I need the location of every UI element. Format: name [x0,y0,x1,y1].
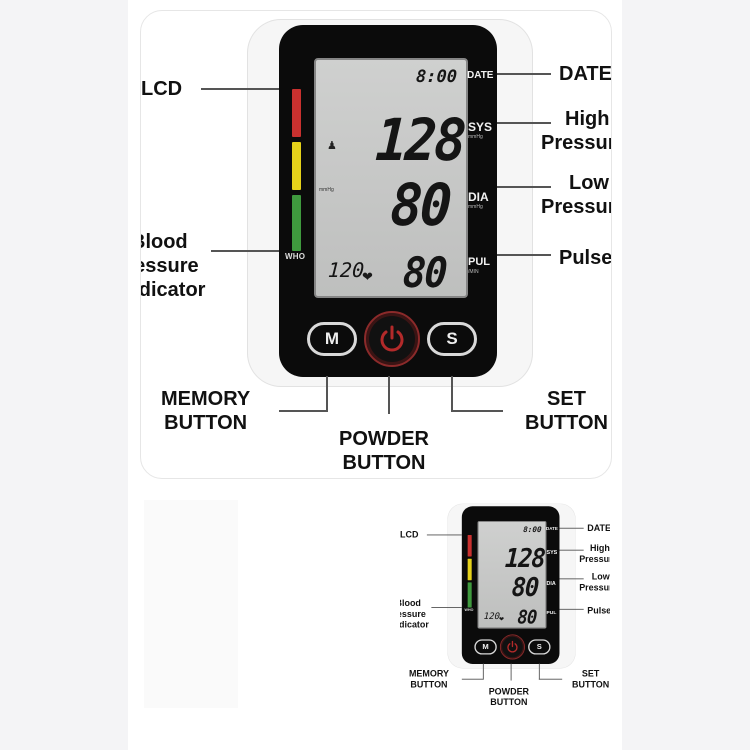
thumb-leader-blood [431,607,462,608]
leader-pulse [497,254,551,256]
leader-blood [211,250,279,252]
bp-diagram: WHO 8:00 ♟ mmHg 128 80 120 ❤ 80 DATE SYS… [141,11,611,478]
thumb-time-readout: 8:00 [522,525,542,535]
bp-diagram-large: WHO 8:00 ♟ mmHg 128 80 120 ❤ 80 DATE SYS… [141,11,611,478]
bp-indicator-bars [292,89,306,253]
thumb-leader-high [559,549,584,551]
indicator-yellow [292,142,301,190]
pul-label: PUL/MIN [468,256,490,275]
thumb-leader-set-h [538,678,563,680]
memory-button[interactable]: M [307,322,357,356]
bp-diagram-thumbnail: WHO 8:00 128 80 120 ❤ 80 DATE SYS DIA PU… [400,500,610,710]
thumb-power-button[interactable] [499,634,525,660]
callout-date: DATE [559,63,611,85]
callout-high-pressure: HighPressure [541,108,611,154]
thumb-lcd-screen [477,521,547,629]
indicator-red [292,89,301,137]
callout-lcd: LCD [141,78,183,100]
thumb-leader-set-v [538,663,540,680]
thumb-callout-date: DATE [587,523,610,534]
heart-icon: ❤ [362,269,373,284]
callout-low-pressure: LowPressure [541,172,611,218]
thumb-leader-date [559,527,584,529]
thumb-power-icon [507,640,518,653]
large-diagram-card: WHO 8:00 ♟ mmHg 128 80 120 ❤ 80 DATE SYS… [140,10,612,479]
thumb-sys-label: SYS [546,548,558,556]
thumb-callout-pulse: Pulse [587,605,610,616]
leader-date [497,73,551,75]
leader-set-h [451,410,503,412]
thumb-systolic-readout: 128 [504,542,546,574]
thumb-leader-memory-v [482,663,484,680]
thumb-indicator-green [467,582,472,608]
thumb-leader-lcd [426,534,462,536]
thumb-indicator-yellow [467,558,472,581]
date-label: DATE [467,70,494,81]
lcd-screen [314,58,468,298]
power-icon [380,325,404,352]
leader-memory-v [326,376,328,412]
thumb-callout-lcd: LCD [400,530,419,540]
thumb-pul-label: PUL [546,609,557,616]
thumb-who-label: WHO [464,607,474,612]
indicator-green [292,195,301,251]
thumb-dia-label: DIA [546,580,556,587]
thumb-pulse-readout: 80 [516,606,538,629]
thumb-leader-memory-h [461,678,484,680]
leader-lcd [201,88,279,90]
thumb-date-label: DATE [546,526,558,532]
set-button[interactable]: S [427,322,477,356]
person-icon: ♟ [327,140,337,152]
memory-readout: 120 [327,258,365,282]
who-label: WHO [285,252,306,261]
thumb-set-button[interactable]: S [528,639,551,655]
leader-set-v [451,376,453,412]
thumb-memory-button[interactable]: M [474,639,497,655]
callout-blood-pressure-indicator: BloodPressureIndicator [141,231,206,301]
pulse-readout: 80 [401,248,448,297]
thumb-leader-low [559,578,584,580]
thumb-memory-readout: 120 [483,610,501,622]
thumb-heart-icon: ❤ [499,615,504,623]
thumb-callout-blood-pressure-indicator: BloodPressureIndicator [400,598,429,630]
leader-memory-h [279,410,327,412]
power-button[interactable] [364,311,420,367]
leader-high [497,122,551,124]
thumb-leader-powder [510,663,512,681]
thumb-callout-high-pressure: HighPressure [579,543,610,565]
unit-label: mmHg [319,187,334,193]
thumb-leader-pulse [559,608,584,610]
time-readout: 8:00 [415,67,458,87]
leader-powder [388,376,390,414]
thumb-diastolic-readout: 80 [511,571,539,603]
thumb-callout-low-pressure: LowPressure [579,572,610,593]
leader-low [497,186,551,188]
diastolic-readout: 80 [388,171,451,239]
thumb-indicator-red [467,534,472,557]
callout-pulse: Pulse [559,247,611,269]
systolic-readout: 128 [373,106,466,174]
bp-diagram-small: WHO 8:00 128 80 120 ❤ 80 DATE SYS DIA PU… [400,500,610,709]
thumb-indicator-bars [467,534,474,608]
product-image-page: WHO 8:00 ♟ mmHg 128 80 120 ❤ 80 DATE SYS… [128,0,622,750]
blank-area [144,500,238,708]
